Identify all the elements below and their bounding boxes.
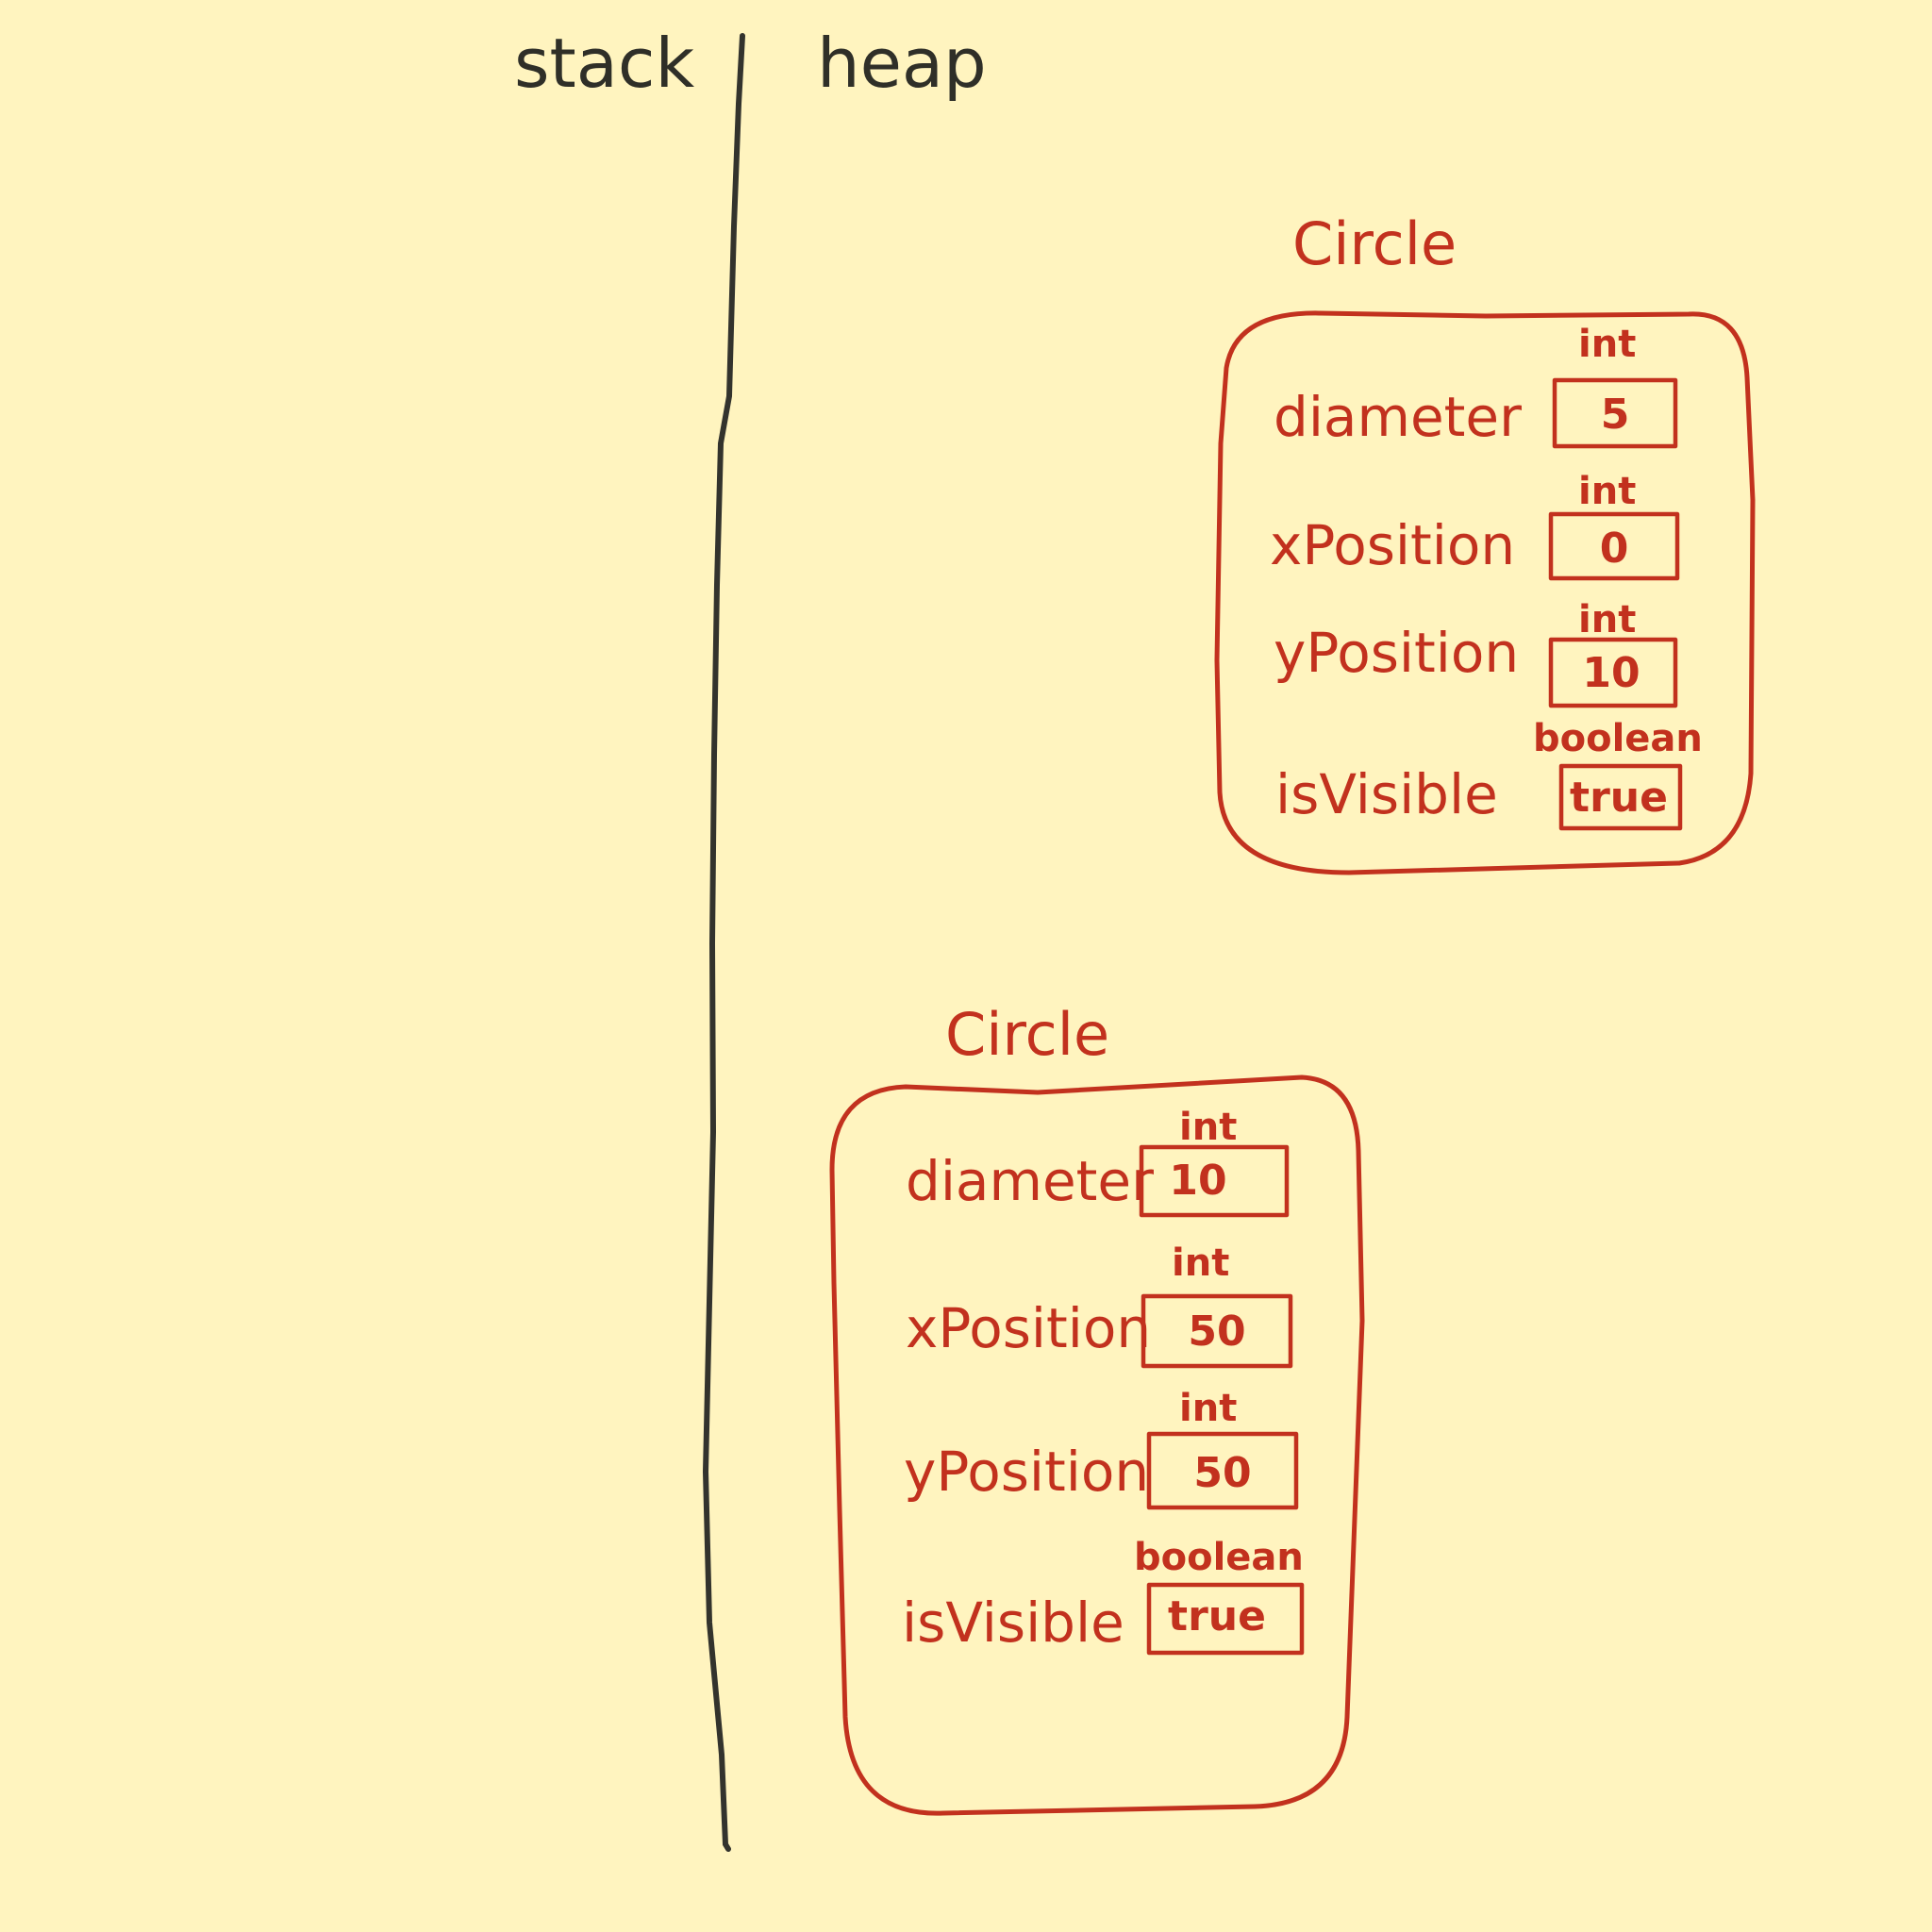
stack-heap-divider <box>702 33 745 1852</box>
circle-object-2: Circle diameter int 10 xPosition int 50 … <box>829 1000 1365 1816</box>
field-name: yPosition <box>1274 621 1519 685</box>
value-box <box>1141 1293 1293 1369</box>
field-name: diameter <box>906 1149 1154 1213</box>
object-class-name: Circle <box>1292 209 1457 278</box>
field-name: isVisible <box>1275 762 1498 826</box>
field-value: 5 <box>1601 391 1630 439</box>
stack-label: stack <box>514 24 694 103</box>
field-type: int <box>1179 1387 1237 1430</box>
value-box <box>1548 637 1678 708</box>
value-box <box>1139 1144 1290 1218</box>
field-name: xPosition <box>906 1296 1151 1360</box>
field-value: 10 <box>1169 1157 1226 1205</box>
object-class-name: Circle <box>945 1000 1109 1069</box>
field-value: true <box>1168 1592 1266 1641</box>
field-name: xPosition <box>1270 513 1515 577</box>
field-value: 10 <box>1582 649 1640 697</box>
field-value: true <box>1570 774 1668 822</box>
field-type: int <box>1578 598 1636 641</box>
value-box <box>1558 763 1683 831</box>
object-border <box>829 1074 1365 1816</box>
field-value: 50 <box>1193 1449 1251 1497</box>
field-value: 50 <box>1188 1307 1245 1356</box>
field-type: int <box>1179 1106 1237 1149</box>
value-box <box>1548 511 1680 581</box>
field-value: 0 <box>1600 525 1629 573</box>
field-type: int <box>1172 1241 1229 1285</box>
field-name: isVisible <box>902 1591 1124 1655</box>
value-box <box>1146 1582 1305 1656</box>
field-name: yPosition <box>904 1440 1149 1504</box>
heap-label: heap <box>817 24 987 103</box>
field-name: diameter <box>1274 385 1522 449</box>
field-type: int <box>1578 470 1636 513</box>
circle-object-1: Circle diameter int 5 xPosition int 0 yP… <box>1214 209 1756 875</box>
value-box <box>1552 377 1678 449</box>
object-border <box>1214 310 1756 875</box>
field-type: boolean <box>1533 717 1703 760</box>
value-box <box>1146 1431 1299 1510</box>
field-type: boolean <box>1134 1536 1304 1579</box>
field-type: int <box>1578 323 1636 366</box>
